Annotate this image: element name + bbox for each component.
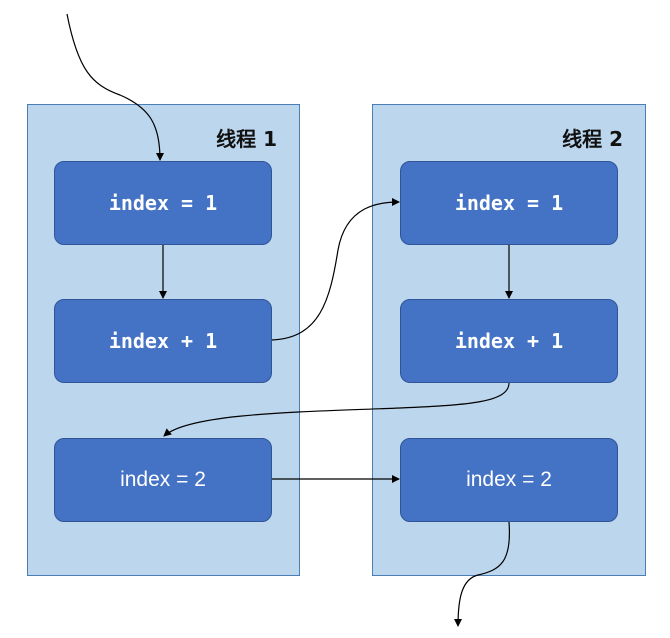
thread-1-step-3: index = 2 <box>54 438 272 522</box>
thread-1-step-1: index = 1 <box>54 161 272 245</box>
exit-arrow <box>454 521 511 627</box>
thread-2-title: 线程 2 <box>562 127 623 151</box>
thread-1-step-2: index + 1 <box>54 299 272 383</box>
entry-arrow <box>66 13 164 161</box>
thread-1-title: 线程 1 <box>216 127 277 151</box>
cross-arrow-2-to-1 <box>163 382 510 437</box>
cross-arrow-1-to-2 <box>271 198 400 341</box>
thread-2-step-2: index + 1 <box>400 299 618 383</box>
thread-2-step-1: index = 1 <box>400 161 618 245</box>
thread-2-step-3: index = 2 <box>400 438 618 522</box>
